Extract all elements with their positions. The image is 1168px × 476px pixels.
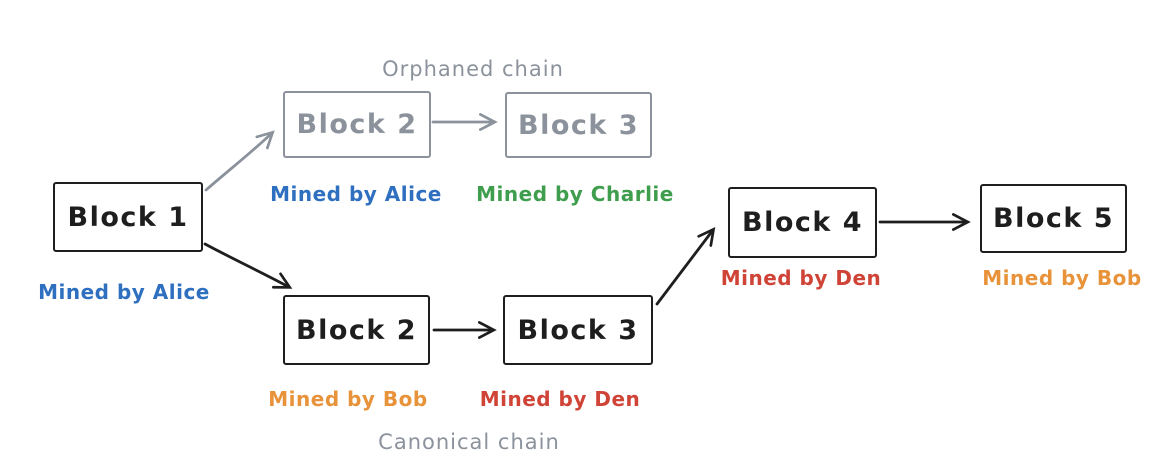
miner-label-orphaned-block-2: Mined by Alice (270, 182, 442, 206)
block-node-orphaned-block-3: Block 3 (505, 92, 652, 158)
block-label: Block 3 (517, 109, 640, 141)
block-node-block-1: Block 1 (53, 182, 203, 252)
edge-block1-to-orphaned-block2 (204, 130, 275, 192)
block-node-canonical-block-5: Block 5 (980, 184, 1127, 253)
miner-label-block-1: Mined by Alice (38, 280, 210, 304)
block-label: Block 3 (517, 314, 639, 346)
block-label: Block 1 (67, 201, 189, 233)
block-label: Block 2 (296, 109, 418, 140)
canonical-chain-label: Canonical chain (378, 430, 560, 454)
miner-label-orphaned-block-3: Mined by Charlie (476, 182, 674, 206)
miner-label-canonical-block-4: Mined by Den (720, 266, 882, 290)
block-label: Block 2 (295, 314, 418, 346)
orphaned-chain-label: Orphaned chain (382, 57, 564, 81)
miner-label-canonical-block-5: Mined by Bob (982, 266, 1142, 290)
block-node-canonical-block-4: Block 4 (728, 187, 877, 258)
block-node-canonical-block-2: Block 2 (283, 295, 430, 365)
edge-canonical-block3-to-block4 (655, 226, 716, 306)
block-node-orphaned-block-2: Block 2 (283, 91, 431, 158)
edge-block1-to-canonical-block2 (203, 242, 293, 289)
miner-label-canonical-block-2: Mined by Bob (268, 387, 428, 411)
block-node-canonical-block-3: Block 3 (503, 295, 653, 365)
block-label: Block 5 (992, 203, 1115, 234)
miner-label-canonical-block-3: Mined by Den (479, 387, 641, 411)
block-label: Block 4 (741, 207, 864, 238)
